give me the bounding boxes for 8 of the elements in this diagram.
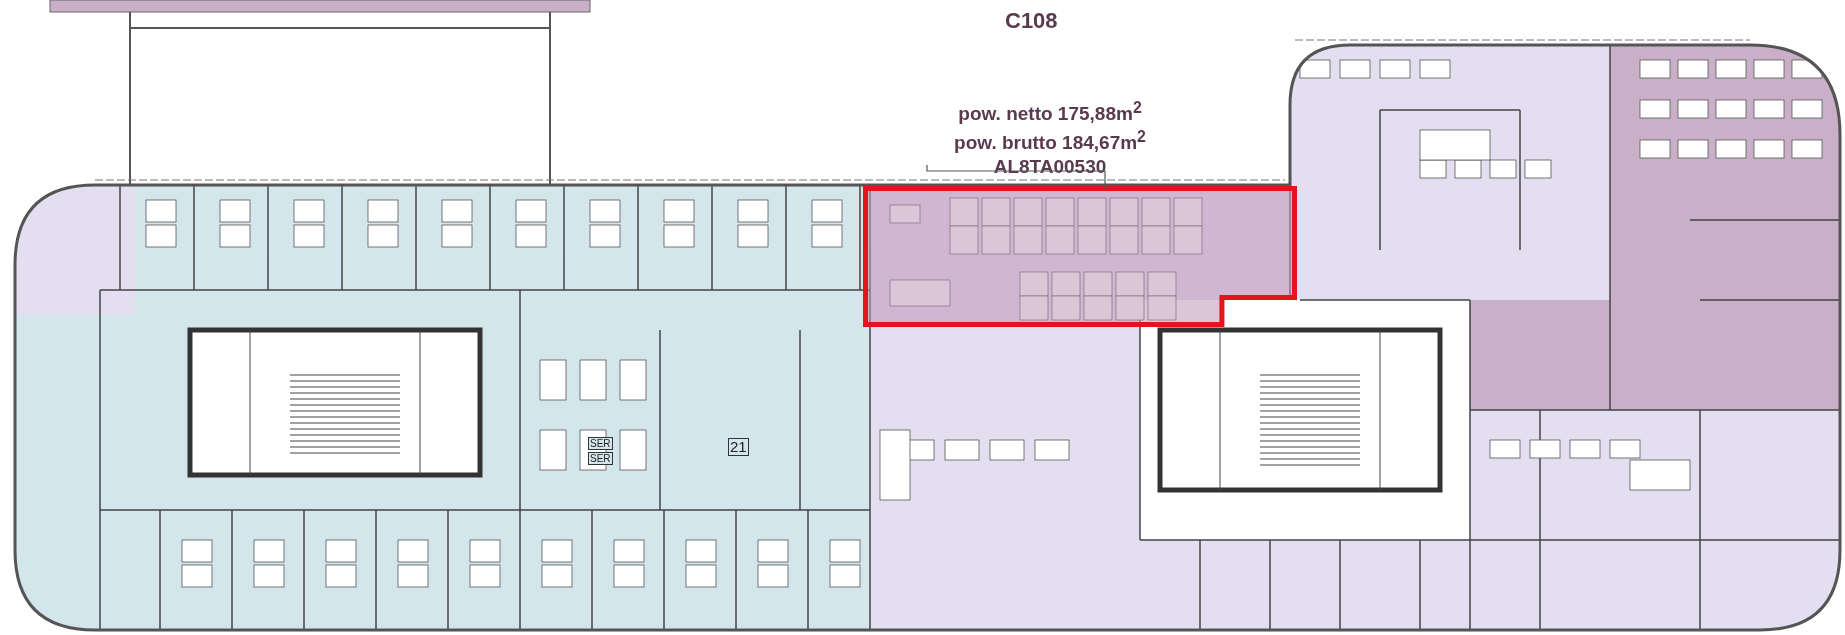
area-label: AL8TA00530 (992, 154, 1108, 178)
room-label: 21 (728, 438, 749, 456)
room-label: SER (588, 437, 613, 450)
area-label: pow. brutto 184,67m$^{2}$ (953, 127, 1147, 155)
leader-line (926, 164, 1106, 190)
area-label: pow. netto 175,88m$^{2}$ (957, 98, 1143, 126)
floor-title: C108 (1005, 8, 1058, 34)
room-label: SER (588, 452, 613, 465)
